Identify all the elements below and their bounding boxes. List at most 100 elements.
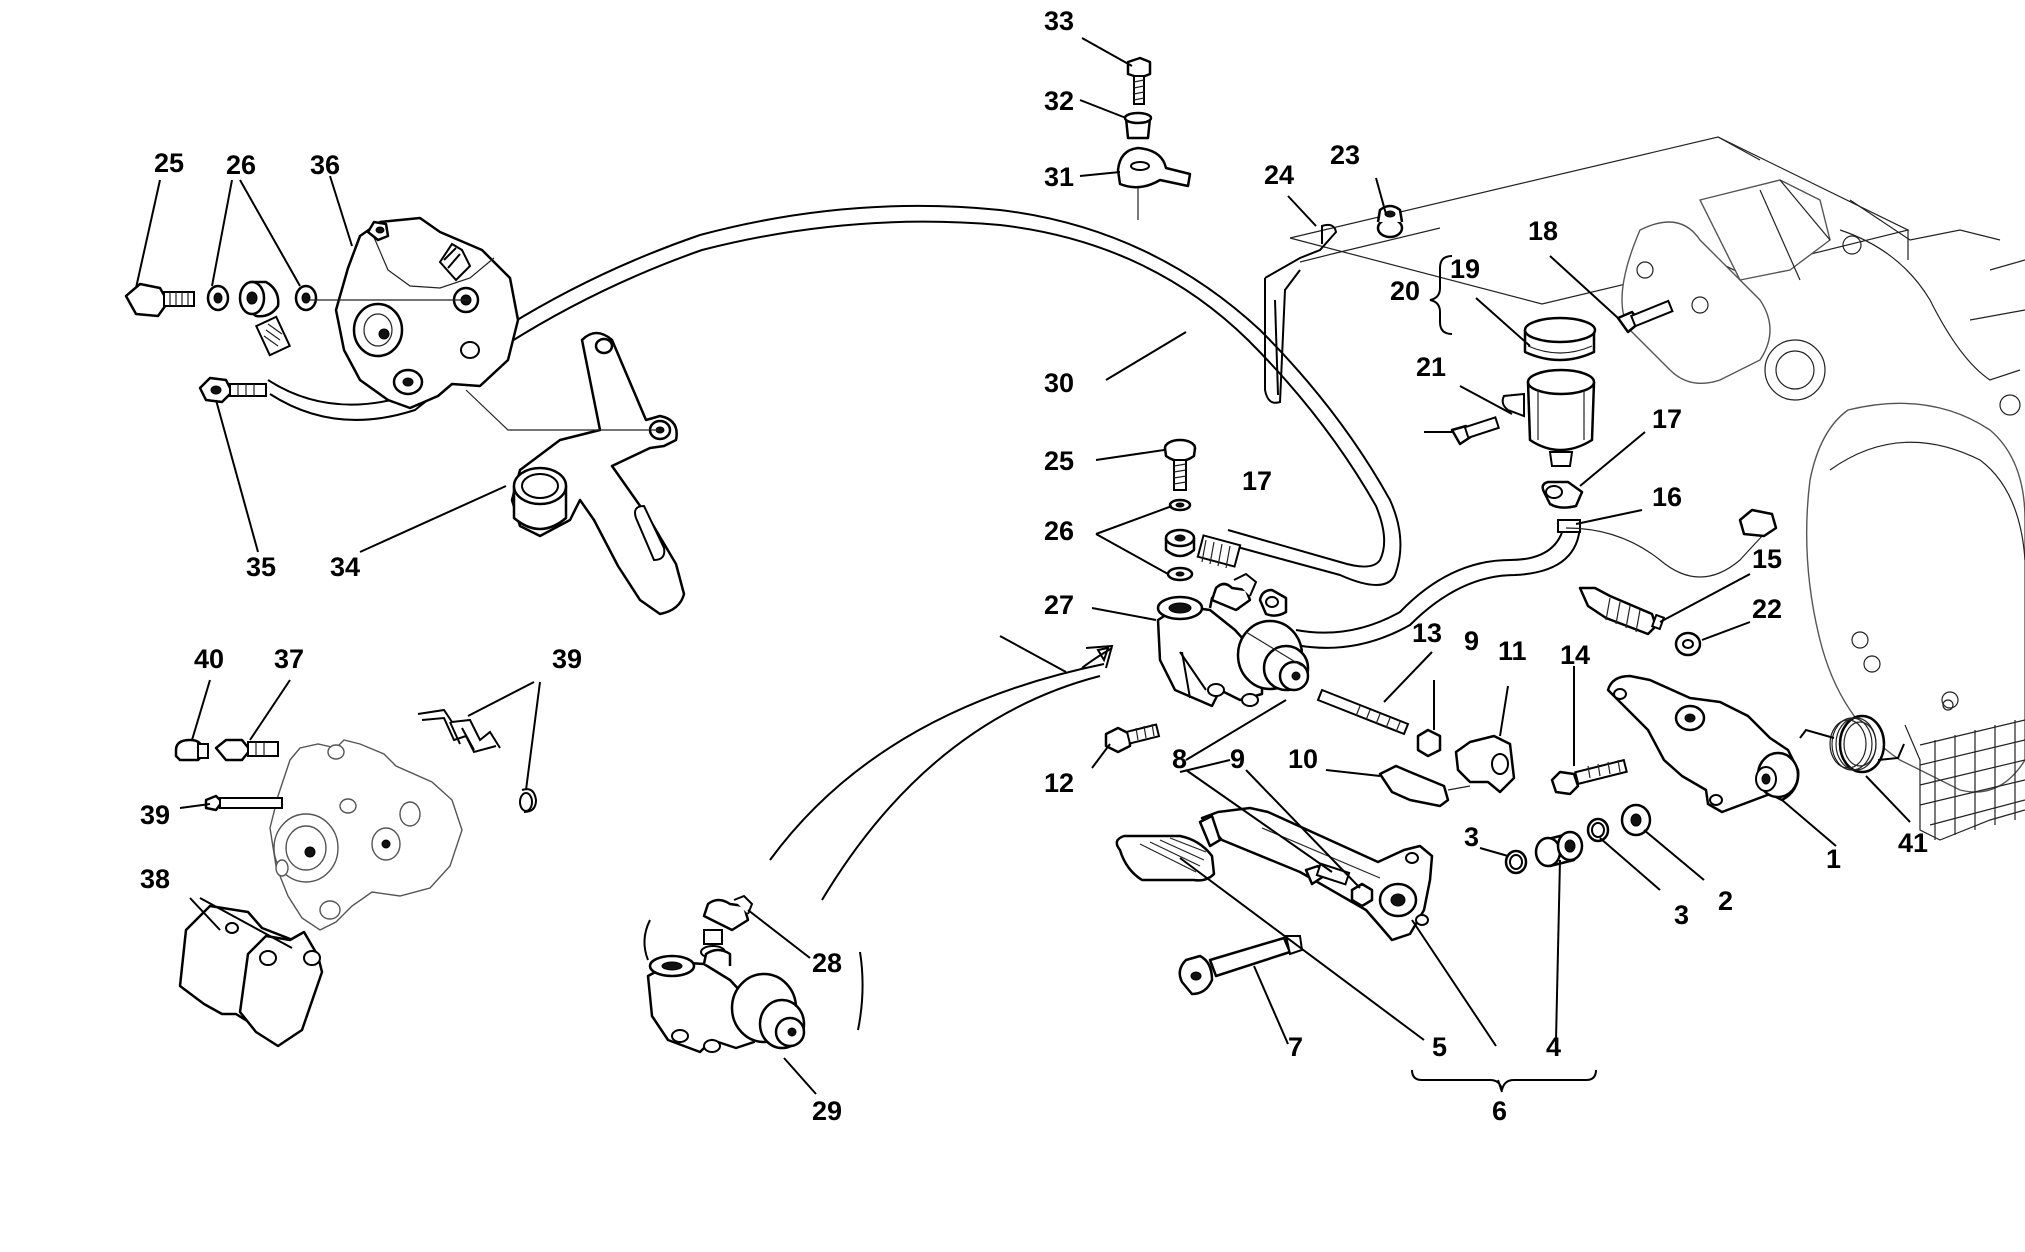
bleeder-screw-37 bbox=[214, 738, 279, 762]
nut-9-upper bbox=[1416, 728, 1442, 758]
callout-33: 33 bbox=[1044, 6, 1074, 36]
master-cylinder-27 bbox=[1156, 572, 1310, 708]
callout-24: 24 bbox=[1264, 160, 1294, 190]
detail-inset bbox=[643, 644, 1114, 1031]
callout-11: 11 bbox=[1498, 636, 1527, 666]
reservoir-body bbox=[1501, 368, 1596, 467]
callout-40: 40 bbox=[194, 644, 224, 674]
washer-2 bbox=[1620, 803, 1652, 837]
banjo-bolt-25-upper bbox=[124, 282, 195, 318]
callout-34: 34 bbox=[330, 552, 360, 582]
callout-4: 4 bbox=[1546, 1032, 1561, 1062]
pin-39 bbox=[204, 794, 283, 812]
group-brace-6 bbox=[1411, 1069, 1597, 1091]
callout-31: 31 bbox=[1044, 162, 1074, 192]
callout-32: 32 bbox=[1044, 86, 1074, 116]
nut-23 bbox=[1376, 204, 1404, 239]
callout-17-cylinder: 17 bbox=[1242, 466, 1272, 496]
callout-5: 5 bbox=[1432, 1032, 1447, 1062]
callout-10: 10 bbox=[1288, 744, 1318, 774]
screw-33 bbox=[1126, 56, 1152, 105]
reservoir-hose-16 bbox=[1295, 519, 1581, 649]
callout-1: 1 bbox=[1826, 844, 1841, 874]
callout-18: 18 bbox=[1528, 216, 1558, 246]
callout-3-left: 3 bbox=[1464, 822, 1479, 852]
spacer-32 bbox=[1123, 111, 1153, 140]
o-ring-3-left bbox=[1504, 849, 1528, 875]
callout-36: 36 bbox=[310, 150, 340, 180]
callout-27: 27 bbox=[1044, 590, 1074, 620]
callout-20: 20 bbox=[1390, 276, 1420, 306]
push-rod-13 bbox=[1316, 688, 1410, 736]
callout-26-upper: 26 bbox=[226, 150, 256, 180]
bolt-12 bbox=[1104, 723, 1161, 754]
callout-2: 2 bbox=[1718, 886, 1733, 916]
callout-23: 23 bbox=[1330, 140, 1360, 170]
washers-26-lower bbox=[1164, 498, 1196, 582]
brake-caliper-lower bbox=[269, 739, 463, 931]
support-bracket-1 bbox=[1606, 674, 1800, 814]
brake-pedal-pad-5 bbox=[1115, 834, 1216, 882]
callout-19: 19 bbox=[1450, 254, 1480, 284]
callout-9-lever: 9 bbox=[1230, 744, 1245, 774]
callout-30: 30 bbox=[1044, 368, 1074, 398]
callout-35: 35 bbox=[246, 552, 276, 582]
bolt-14 bbox=[1550, 758, 1628, 796]
banjo-bolt-25-lower bbox=[1163, 438, 1197, 491]
callout-3-right: 3 bbox=[1674, 900, 1689, 930]
screw-21 bbox=[1450, 416, 1501, 446]
callout-39-clip: 39 bbox=[552, 644, 582, 674]
callout-28: 28 bbox=[812, 948, 842, 978]
callout-6: 6 bbox=[1492, 1096, 1507, 1126]
callout-38: 38 bbox=[140, 864, 170, 894]
bolt-8 bbox=[1304, 862, 1374, 908]
callout-17-reservoir: 17 bbox=[1652, 404, 1682, 434]
spring-clip-39 bbox=[417, 708, 538, 813]
group-brace-20 bbox=[1429, 255, 1453, 335]
clamp-31 bbox=[1116, 146, 1192, 220]
banjo-elbow-28 bbox=[700, 894, 754, 959]
caliper-bracket-34 bbox=[465, 331, 686, 616]
clevis-11 bbox=[1454, 734, 1516, 794]
washer-22 bbox=[1674, 631, 1702, 657]
return-spring-41 bbox=[1799, 714, 1905, 774]
callout-15: 15 bbox=[1752, 544, 1782, 574]
callout-8: 8 bbox=[1172, 744, 1187, 774]
brake-caliper-36 bbox=[310, 216, 520, 410]
pin-10 bbox=[1378, 764, 1471, 808]
callout-labels: 33 32 31 24 23 18 20 19 21 17 16 17 15 2… bbox=[140, 6, 1928, 1126]
cap-40 bbox=[174, 738, 209, 762]
pivot-bolt-7 bbox=[1178, 935, 1304, 996]
hose-clamp-17-upper bbox=[1541, 480, 1584, 509]
callout-41: 41 bbox=[1898, 828, 1928, 858]
callout-29: 29 bbox=[812, 1096, 842, 1126]
stop-switch-15 bbox=[1565, 508, 1778, 636]
hose-clamp-17-lower bbox=[1258, 588, 1288, 617]
o-ring-3-right bbox=[1586, 817, 1610, 843]
callout-26-lower: 26 bbox=[1044, 516, 1074, 546]
washers-26-upper bbox=[206, 284, 318, 312]
callout-25-upper: 25 bbox=[154, 148, 184, 178]
brake-pads-38 bbox=[178, 904, 324, 1048]
callout-12: 12 bbox=[1044, 768, 1074, 798]
screw-18 bbox=[1616, 299, 1674, 334]
engine-case-outline bbox=[1289, 136, 2025, 841]
callout-13: 13 bbox=[1412, 618, 1442, 648]
master-cylinder-29 bbox=[646, 948, 806, 1054]
callout-22: 22 bbox=[1752, 594, 1782, 624]
callout-14: 14 bbox=[1560, 640, 1590, 670]
callout-21: 21 bbox=[1416, 352, 1446, 382]
bushing-4 bbox=[1534, 830, 1584, 868]
callout-16: 16 bbox=[1652, 482, 1682, 512]
bolt-35 bbox=[198, 376, 267, 404]
callout-7: 7 bbox=[1288, 1032, 1303, 1062]
callout-37: 37 bbox=[274, 644, 304, 674]
callout-25-lower: 25 bbox=[1044, 446, 1074, 476]
leader-lines bbox=[135, 37, 1911, 1095]
banjo-fitting-upper bbox=[238, 280, 292, 357]
reservoir-cap-19 bbox=[1523, 316, 1597, 362]
hose-clip-24 bbox=[1264, 223, 1441, 404]
callout-9-nut: 9 bbox=[1464, 626, 1479, 656]
callout-39-pin: 39 bbox=[140, 800, 170, 830]
